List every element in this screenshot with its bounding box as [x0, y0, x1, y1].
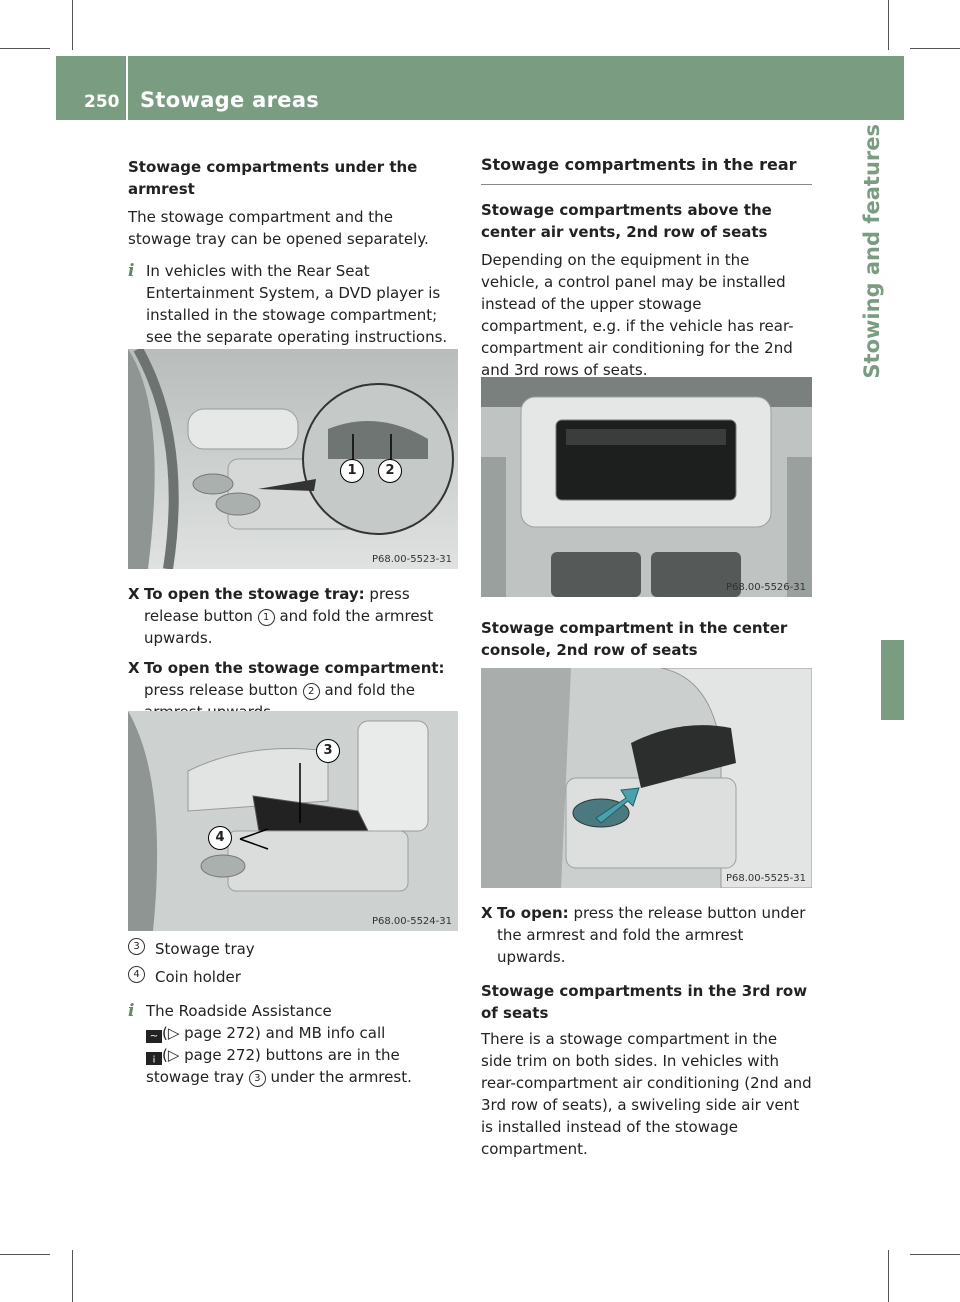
- info-text: (▷ page 272) and MB info call: [162, 1024, 386, 1042]
- ref-number: 2: [302, 683, 320, 700]
- legend-text: Stowage tray: [155, 940, 255, 958]
- info-icon: i: [128, 1001, 135, 1021]
- page-number: 250: [84, 92, 120, 112]
- step-text: press release button: [144, 585, 410, 625]
- figure-armrest-open: 3 4 P68.00-5524-31: [128, 711, 458, 931]
- crop-mark: [72, 1250, 73, 1302]
- paragraph: There is a stowage compartment in the si…: [481, 1030, 812, 1158]
- step-label: To open the stowage compartment:: [144, 659, 445, 677]
- legend-item: 4 Coin holder: [128, 966, 458, 988]
- step-open: X To open: press the release button unde…: [481, 902, 812, 968]
- legend-number: 3: [128, 938, 145, 955]
- figure-code: P68.00-5526-31: [725, 582, 806, 593]
- figure-center-vents: P68.00-5526-31: [481, 377, 812, 597]
- side-title-text: Stowing and features: [860, 124, 884, 379]
- crop-mark: [888, 0, 889, 50]
- info-text: (▷ page 272) buttons are in the stowage …: [146, 1046, 400, 1086]
- ref-number: 3: [248, 1070, 266, 1087]
- info-note: i In vehicles with the Rear Seat Enterta…: [128, 260, 458, 348]
- info-text: The Roadside Assistance: [146, 1002, 332, 1020]
- roadside-assistance-icon: ~: [146, 1030, 162, 1043]
- ref-number: 1: [257, 609, 275, 626]
- section-title: Stowage compartments in the rear: [481, 154, 812, 185]
- crop-mark: [888, 1250, 889, 1302]
- crop-mark: [72, 0, 73, 50]
- figure-code: P68.00-5525-31: [725, 873, 806, 884]
- sub-heading: Stowage compartments above the center ai…: [481, 201, 772, 241]
- mb-info-call-icon: ¡: [146, 1052, 162, 1065]
- callout-2: 2: [378, 459, 402, 483]
- crop-mark: [910, 48, 960, 49]
- header-divider: [126, 56, 128, 120]
- callout-3: 3: [316, 739, 340, 763]
- step-text: press the release button under the armre…: [497, 904, 806, 966]
- step-open-tray: X To open the stowage tray: press releas…: [128, 583, 458, 649]
- sub-heading: Stowage compartments in the 3rd row of s…: [481, 982, 808, 1022]
- figure-armrest-release: 1 2 P68.00-5523-31: [128, 349, 458, 569]
- header-bar: [56, 56, 904, 120]
- step-text: press release button: [144, 681, 303, 699]
- open-armrest-illustration: [128, 711, 458, 931]
- intro-paragraph: The stowage compartment and the stowage …: [128, 208, 429, 248]
- info-icon: i: [128, 261, 135, 281]
- crop-mark: [0, 48, 50, 49]
- callout-4: 4: [208, 826, 232, 850]
- step-text: and fold the armrest upwards.: [144, 607, 434, 647]
- crop-mark: [0, 1254, 50, 1255]
- info-text: In vehicles with the Rear Seat Entertain…: [146, 262, 448, 346]
- figure-code: P68.00-5523-31: [371, 554, 452, 565]
- page-title: Stowage areas: [140, 88, 320, 112]
- left-column-top: Stowage compartments under the armrest T…: [128, 156, 458, 348]
- figure-center-console: P68.00-5525-31: [481, 668, 812, 888]
- center-console-illustration: [481, 668, 812, 888]
- right-column-bottom: X To open: press the release button unde…: [481, 902, 812, 1160]
- right-column-top: Stowage compartments in the rear Stowage…: [481, 154, 812, 381]
- center-vents-illustration: [481, 377, 812, 597]
- left-column-bottom: 3 Stowage tray 4 Coin holder i The Roads…: [128, 938, 458, 1088]
- info-note: i The Roadside Assistance ~(▷ page 272) …: [128, 1000, 458, 1088]
- right-column-mid: Stowage compartment in the center consol…: [481, 617, 812, 661]
- figure-code: P68.00-5524-31: [371, 916, 452, 927]
- sub-heading: Stowage compartment in the center consol…: [481, 619, 788, 659]
- step-marker-icon: X: [128, 659, 140, 677]
- legend-item: 3 Stowage tray: [128, 938, 458, 960]
- left-column-steps: X To open the stowage tray: press releas…: [128, 583, 458, 723]
- info-text: under the armrest.: [265, 1068, 412, 1086]
- step-marker-icon: X: [481, 904, 493, 922]
- armrest-illustration: [128, 349, 458, 569]
- legend-text: Coin holder: [155, 968, 241, 986]
- crop-mark: [910, 1254, 960, 1255]
- paragraph: Depending on the equipment in the vehicl…: [481, 251, 794, 379]
- legend-number: 4: [128, 966, 145, 983]
- section-heading: Stowage compartments under the armrest: [128, 158, 418, 198]
- step-marker-icon: X: [128, 585, 140, 603]
- step-label: To open:: [497, 904, 569, 922]
- callout-1: 1: [340, 459, 364, 483]
- side-thumb-block: [881, 640, 904, 720]
- step-label: To open the stowage tray:: [144, 585, 365, 603]
- step-open-compartment: X To open the stowage compartment: press…: [128, 657, 458, 723]
